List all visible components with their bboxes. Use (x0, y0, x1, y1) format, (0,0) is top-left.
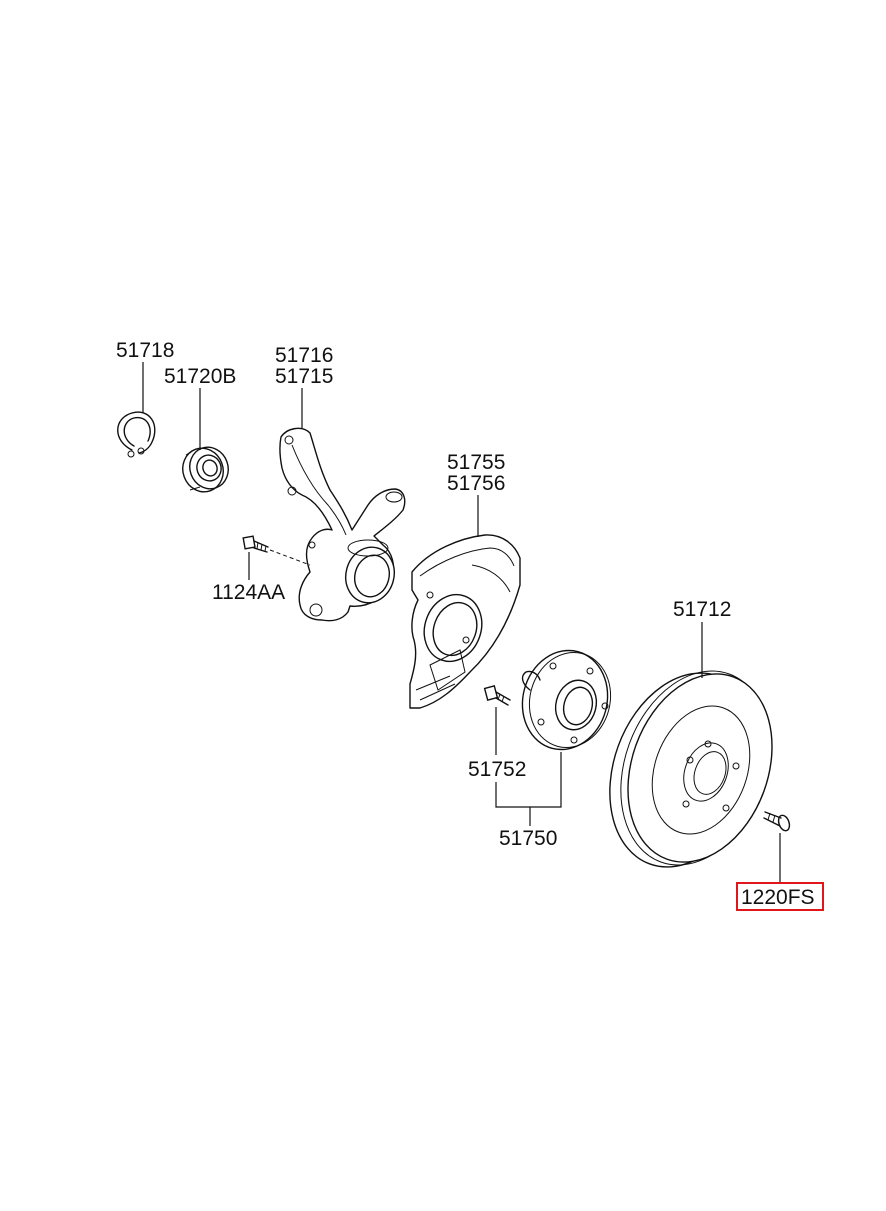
label-51750[interactable]: 51750 (499, 827, 557, 850)
bracket-51750 (495, 752, 562, 826)
highlight-box-1220FS (736, 882, 824, 911)
dust-cover-51755-51756[interactable] (409, 534, 521, 709)
assembly-line-1124AA (269, 549, 311, 566)
label-1124AA[interactable]: 1124AA (212, 581, 285, 604)
snap-ring-51718[interactable] (117, 411, 156, 458)
label-51715[interactable]: 51715 (275, 365, 333, 388)
screw-1220FS[interactable] (763, 811, 791, 832)
steering-knuckle-51716-51715[interactable] (279, 427, 406, 622)
hub-bolt-51752[interactable] (483, 685, 511, 706)
label-1220FS[interactable]: 1220FS (741, 886, 815, 909)
wheel-hub-51750[interactable] (511, 641, 621, 759)
bolt-1124AA[interactable] (242, 535, 269, 553)
label-51712[interactable]: 51712 (673, 598, 731, 621)
label-51718[interactable]: 51718 (116, 339, 174, 362)
brake-disc-51712[interactable] (584, 650, 797, 888)
label-51720B[interactable]: 51720B (164, 365, 236, 388)
label-51755[interactable]: 51755 (447, 451, 505, 474)
label-51752[interactable]: 51752 (468, 758, 526, 781)
bearing-51720B[interactable] (177, 442, 234, 498)
label-51756[interactable]: 51756 (447, 472, 505, 495)
label-51716[interactable]: 51716 (275, 344, 333, 367)
